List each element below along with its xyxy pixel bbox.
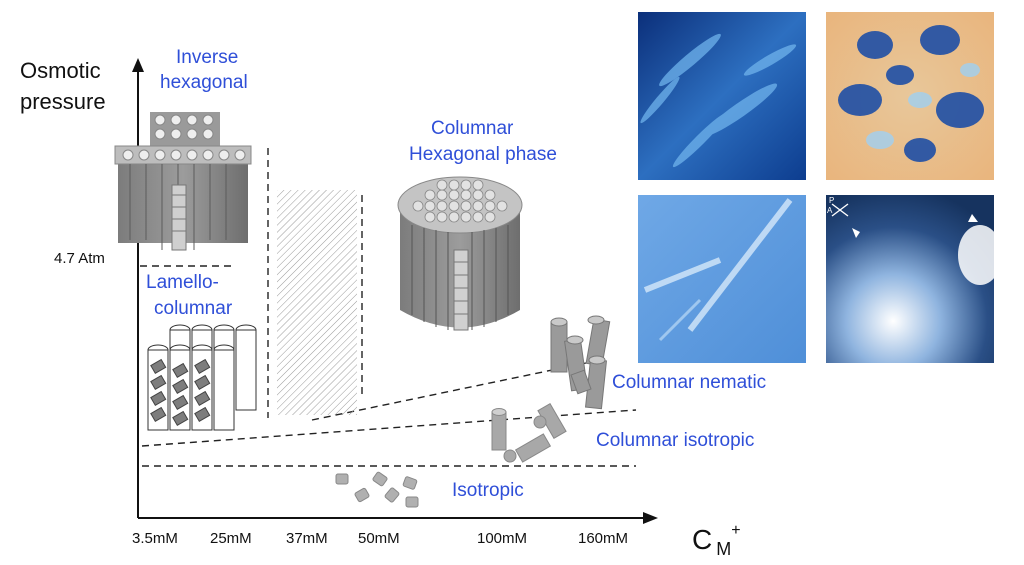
label-lamello-columnar-line1: Lamello- — [146, 272, 219, 293]
lamello-columnar-illustration — [147, 324, 257, 431]
polarizer-mark: P — [829, 196, 835, 205]
label-columnar-hexagonal-line2: Hexagonal phase — [409, 144, 557, 165]
y-tick-label: 4.7 Atm — [54, 250, 105, 267]
x-tick-label: 50mM — [358, 530, 400, 547]
columnar-isotropic-illustration — [491, 402, 567, 463]
inverse-hexagonal-illustration — [114, 112, 252, 251]
label-columnar-nematic: Columnar nematic — [612, 372, 767, 393]
x-tick-label: 160mM — [578, 530, 629, 547]
micrograph-columnar-isotropic — [826, 195, 1002, 363]
columnar-hexagonal-illustration — [397, 176, 523, 331]
micrograph-columnar-nematic — [638, 195, 806, 363]
x-axis-title-main: C — [692, 524, 713, 555]
label-columnar-isotropic: Columnar isotropic — [596, 430, 755, 451]
micrograph-columnar-hexagonal — [638, 12, 806, 180]
isotropic-illustration — [335, 471, 419, 508]
x-tick-label: 37mM — [286, 530, 328, 547]
label-inverse-hexagonal-line1: Inverse — [176, 47, 239, 68]
label-inverse-hexagonal-line2: hexagonal — [160, 72, 248, 93]
coexistence-region — [277, 190, 357, 415]
label-isotropic: Isotropic — [452, 480, 524, 501]
y-axis-title-line2: pressure — [20, 89, 106, 114]
label-lamello-columnar-line2: columnar — [154, 298, 233, 319]
columnar-nematic-illustration — [550, 315, 611, 410]
x-tick-label: 3.5mM — [132, 530, 178, 547]
x-tick-label: 25mM — [210, 530, 252, 547]
label-columnar-hexagonal-line1: Columnar — [431, 118, 514, 139]
y-axis — [132, 58, 144, 518]
analyzer-mark: A — [827, 206, 833, 215]
y-axis-title-line1: Osmotic — [20, 58, 101, 83]
x-axis — [138, 512, 658, 524]
x-tick-label: 100mM — [477, 530, 528, 547]
x-axis-title-sub: M — [716, 539, 732, 559]
x-axis-title-sup: + — [731, 522, 741, 539]
micrograph-inverse-hexagonal — [826, 12, 994, 180]
